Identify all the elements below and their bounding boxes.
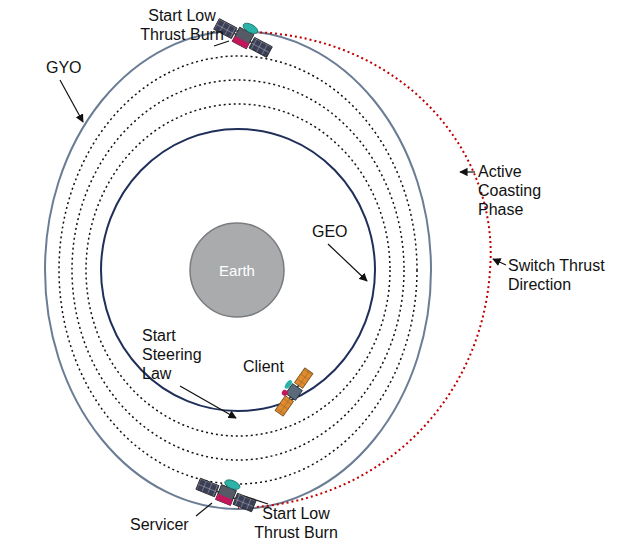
geo-orbit <box>101 129 375 411</box>
leader-arrow <box>60 80 83 122</box>
satellite-label: Servicer <box>130 515 210 534</box>
leader-arrow <box>180 386 236 418</box>
transfer-orbit <box>72 80 404 460</box>
callout-label: Start Steering Law <box>142 326 214 383</box>
orbit-label: GYO <box>46 58 96 77</box>
satellite-label: Client <box>243 357 303 376</box>
earth-circle: Earth <box>189 222 285 318</box>
leader-arrow <box>493 259 506 265</box>
earth-disc <box>190 223 284 317</box>
gyo-orbit <box>45 31 431 509</box>
callout-label: Start Low Thrust Burn <box>250 504 342 542</box>
leader-line <box>196 503 212 516</box>
callout-label: Active Coasting Phase <box>478 162 556 219</box>
node-label: Earth <box>189 222 285 279</box>
leader-arrow <box>460 171 475 172</box>
callout-label: Start Low Thrust Burn <box>138 6 226 44</box>
orbit-label: GEO <box>312 222 362 241</box>
transfer-orbit <box>59 56 417 484</box>
callout-label: Switch Thrust Direction <box>508 256 624 294</box>
transfer-orbit <box>86 104 390 436</box>
servicer-satellite <box>195 469 260 514</box>
leader-arrow <box>328 244 367 281</box>
